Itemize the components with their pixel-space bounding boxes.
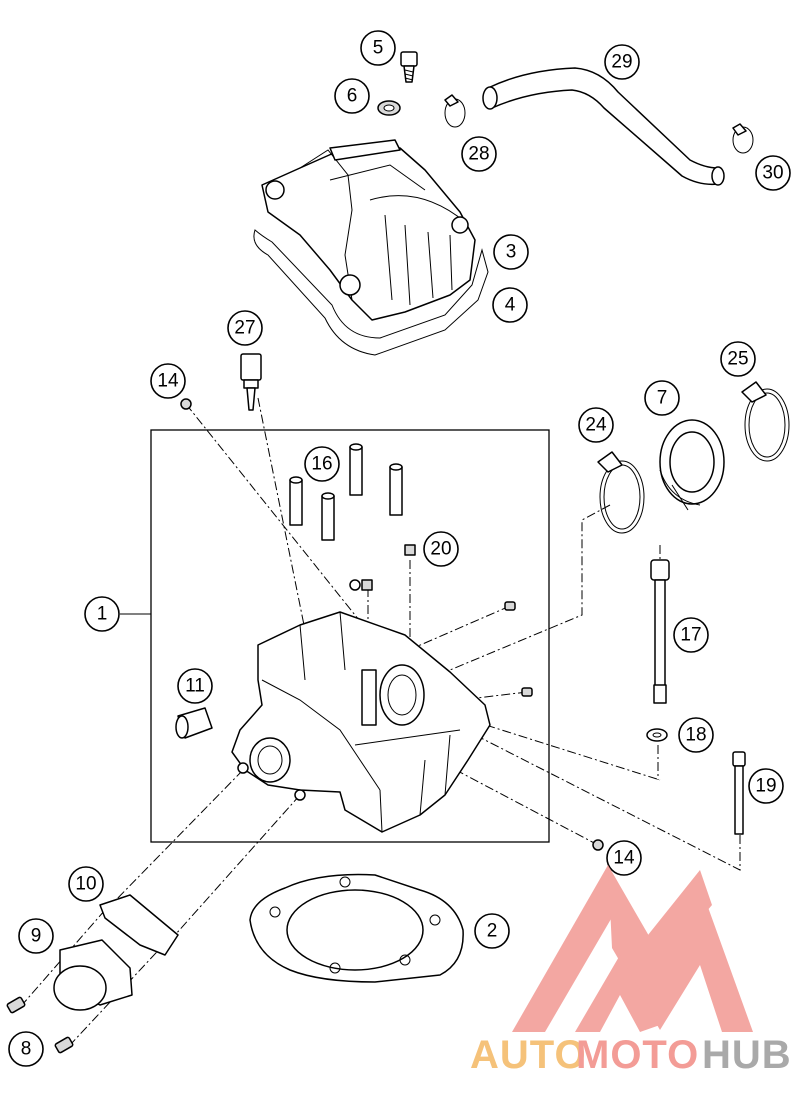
callout-14-top: 14 bbox=[150, 363, 186, 399]
callout-20: 20 bbox=[423, 531, 459, 567]
watermark-text: AUTO MOTO HUB bbox=[470, 1033, 792, 1077]
callout-label: 14 bbox=[157, 371, 179, 392]
callout-28: 28 bbox=[461, 136, 497, 172]
screw-14-bottom bbox=[592, 839, 604, 851]
callout-14-bottom: 14 bbox=[606, 840, 642, 876]
assembly-frame bbox=[150, 429, 550, 843]
callout-27: 27 bbox=[227, 310, 263, 346]
callout-label: 6 bbox=[347, 86, 358, 107]
callout-label: 9 bbox=[31, 926, 42, 947]
callout-label: 10 bbox=[75, 874, 96, 895]
callout-16: 16 bbox=[304, 446, 340, 482]
callout-label: 25 bbox=[727, 349, 748, 370]
callout-label: 29 bbox=[611, 52, 632, 73]
callout-7: 7 bbox=[644, 380, 680, 416]
callout-3: 3 bbox=[493, 234, 529, 270]
callout-10: 10 bbox=[68, 866, 104, 902]
callout-1: 1 bbox=[84, 596, 120, 632]
breather-hose-29 bbox=[482, 67, 725, 186]
callout-9: 9 bbox=[18, 918, 54, 954]
callout-label: 20 bbox=[430, 539, 451, 560]
callout-11: 11 bbox=[177, 668, 213, 704]
washer-18 bbox=[646, 728, 668, 742]
sensor-27 bbox=[240, 353, 262, 411]
callout-29: 29 bbox=[604, 44, 640, 80]
callout-25: 25 bbox=[720, 341, 756, 377]
callout-label: 18 bbox=[685, 725, 706, 746]
callout-30: 30 bbox=[755, 155, 791, 191]
bolts-8 bbox=[6, 996, 74, 1054]
callout-label: 7 bbox=[657, 388, 668, 409]
callout-4: 4 bbox=[492, 287, 528, 323]
callout-label: 30 bbox=[762, 163, 783, 184]
hose-clamp-25 bbox=[741, 381, 790, 462]
callout-17: 17 bbox=[673, 617, 709, 653]
valve-guides-16 bbox=[289, 443, 403, 541]
callout-label: 1 bbox=[97, 604, 108, 625]
callout-label: 27 bbox=[234, 318, 255, 339]
callout-label: 8 bbox=[21, 1039, 32, 1060]
bushing-11 bbox=[175, 707, 213, 739]
cylinder-head-1 bbox=[231, 579, 491, 833]
callout-label: 4 bbox=[505, 295, 516, 316]
callout-label: 28 bbox=[468, 144, 489, 165]
watermark-logo bbox=[512, 865, 753, 1032]
intake-manifold-9 bbox=[53, 939, 133, 1011]
cover-gasket-4 bbox=[253, 229, 489, 356]
screw-14-top bbox=[180, 398, 192, 410]
watermark-part1: AUTO bbox=[470, 1033, 587, 1077]
callout-2: 2 bbox=[474, 913, 510, 949]
callout-label: 11 bbox=[185, 676, 205, 697]
hose-clamp-30 bbox=[732, 123, 754, 154]
stud-bolt-17 bbox=[650, 559, 670, 704]
callout-5: 5 bbox=[360, 30, 396, 66]
watermark-part2: MOTO bbox=[576, 1033, 699, 1077]
screw-20 bbox=[404, 544, 416, 556]
head-gasket-2 bbox=[249, 873, 464, 983]
callout-label: 19 bbox=[755, 776, 776, 797]
hose-clamp-28 bbox=[444, 94, 466, 128]
callout-label: 16 bbox=[311, 454, 332, 475]
callout-18: 18 bbox=[678, 717, 714, 753]
intake-gasket-10 bbox=[99, 894, 179, 956]
callout-24: 24 bbox=[578, 407, 614, 443]
callout-label: 24 bbox=[585, 415, 607, 436]
callout-6: 6 bbox=[334, 78, 370, 114]
watermark-part3: HUB bbox=[702, 1033, 792, 1077]
callout-label: 5 bbox=[373, 38, 384, 59]
valve-cover-3 bbox=[261, 139, 476, 321]
callout-label: 2 bbox=[487, 921, 498, 942]
bolt-5 bbox=[400, 51, 418, 83]
callout-label: 14 bbox=[613, 848, 635, 869]
callout-19: 19 bbox=[748, 768, 784, 804]
intake-flange-7 bbox=[659, 419, 725, 511]
head-bolts bbox=[504, 601, 533, 697]
callout-8: 8 bbox=[8, 1031, 44, 1067]
seal-6 bbox=[377, 100, 401, 116]
bolt-19 bbox=[732, 751, 746, 835]
callout-label: 17 bbox=[680, 625, 701, 646]
callout-label: 3 bbox=[506, 242, 517, 263]
hose-clamp-24 bbox=[597, 451, 645, 534]
